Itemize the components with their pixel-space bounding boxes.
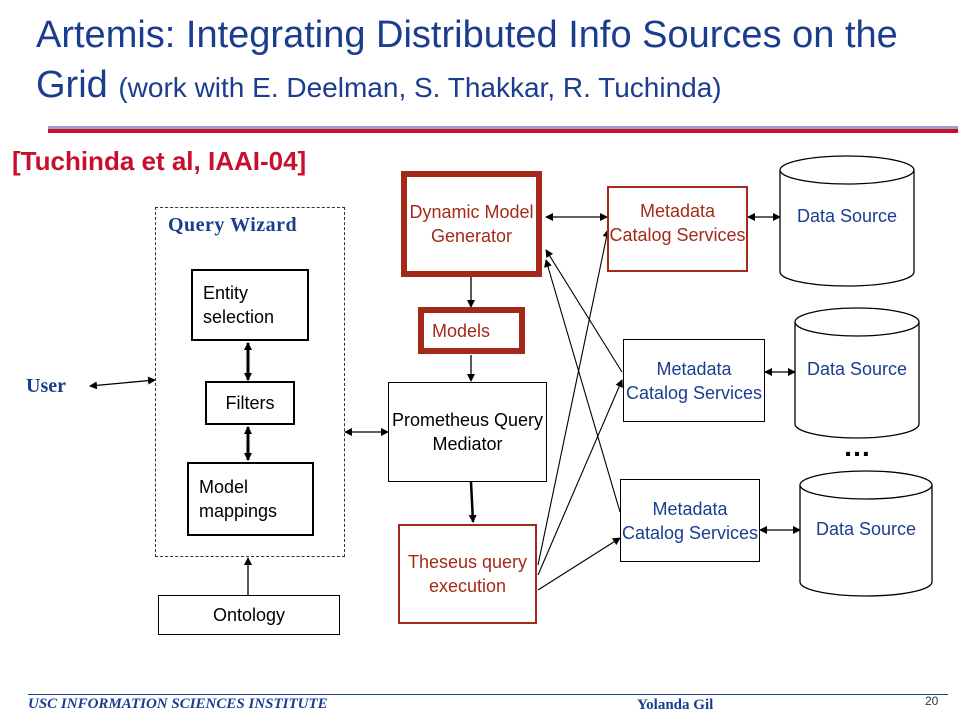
metadata-catalog-label-3: Metadata Catalog Services: [621, 498, 759, 543]
metadata-catalog-box-1: Metadata Catalog Services: [607, 186, 748, 272]
data-source-label-2: Data Source: [806, 359, 908, 379]
citation: [Tuchinda et al, IAAI-04]: [12, 146, 307, 176]
data-source-label-3: Data Source: [815, 519, 917, 539]
slide-title: Artemis: Integrating Distributed Info So…: [36, 10, 946, 113]
models-label: Models: [432, 320, 491, 341]
prometheus-label: Prometheus Query Mediator: [391, 410, 544, 454]
mcs2-dmg-arrow: [545, 249, 623, 373]
footer-institute: USC INFORMATION SCIENCES INSTITUTE: [28, 696, 328, 712]
theseus-mcs3-arrow: [537, 537, 621, 591]
title-main: Artemis: Integrating Distributed Info So…: [36, 14, 898, 106]
filters-box: Filters: [205, 381, 295, 425]
user-wizard-arrow: [89, 376, 156, 390]
ontology-label: Ontology: [212, 605, 286, 625]
data-source-cylinder-2: [794, 307, 920, 439]
theseus-box: Theseus query execution: [398, 524, 537, 624]
models-box: Models: [418, 307, 525, 354]
model-mappings-label: Model mappings: [199, 477, 278, 521]
dynamic-model-generator-box: Dynamic Model Generator: [401, 171, 542, 277]
theseus-mcs1-arrow: [537, 229, 611, 566]
dynamic-model-generator-label: Dynamic Model Generator: [409, 202, 534, 246]
metadata-catalog-box-2: Metadata Catalog Services: [623, 339, 765, 422]
entity-selection-label: Entity selection: [203, 283, 275, 327]
prometheus-theseus-arrow: [468, 481, 477, 523]
mcs3-dmg-arrow: [544, 259, 621, 513]
theseus-label: Theseus query execution: [407, 552, 528, 596]
title-rule: [48, 129, 958, 133]
data-source-cylinder-1: [779, 155, 915, 287]
metadata-catalog-box-3: Metadata Catalog Services: [620, 479, 760, 562]
query-wizard-container: [155, 207, 345, 557]
page-number: 20: [925, 694, 939, 708]
metadata-catalog-label-1: Metadata Catalog Services: [609, 201, 746, 245]
footer-author: Yolanda Gil: [637, 697, 714, 713]
title-rule-shadow: [48, 126, 958, 131]
model-mappings-box: Model mappings: [187, 462, 314, 536]
user-label: User: [26, 375, 66, 397]
query-wizard-label: Query Wizard: [168, 214, 298, 236]
prometheus-box: Prometheus Query Mediator: [388, 382, 547, 482]
ellipsis: …: [843, 431, 871, 462]
footer-rule: [28, 694, 948, 695]
data-source-cylinder-3: [799, 470, 933, 597]
title-sub: (work with E. Deelman, S. Thakkar, R. Tu…: [118, 72, 722, 103]
entity-selection-box: Entity selection: [191, 269, 309, 341]
filters-label: Filters: [225, 393, 275, 413]
metadata-catalog-label-2: Metadata Catalog Services: [625, 358, 763, 403]
theseus-mcs2-arrow: [537, 379, 623, 576]
data-source-label-1: Data Source: [796, 206, 898, 226]
ontology-box: Ontology: [158, 595, 340, 635]
